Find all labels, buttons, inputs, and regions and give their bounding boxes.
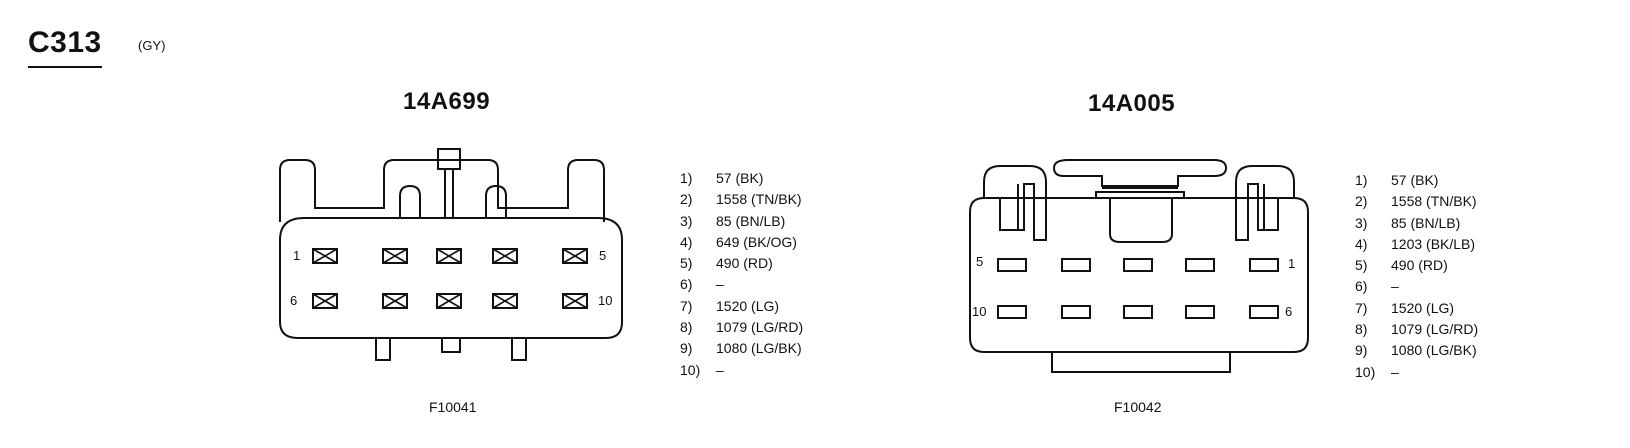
pin-row: 5)490 (RD) (1355, 257, 1448, 274)
pin-cavity (436, 248, 462, 264)
connector-color-code: (GY) (138, 38, 166, 53)
left-pin-label-10: 10 (598, 293, 612, 308)
right-figure-code: F10042 (1114, 399, 1162, 415)
left-part-number: 14A699 (403, 88, 491, 115)
pin-cavity (1123, 258, 1153, 272)
left-figure-code: F10041 (429, 399, 477, 415)
pin-row: 3)85 (BN/LB) (1355, 214, 1461, 231)
pin-row: 4)1203 (BK/LB) (1355, 235, 1476, 252)
pin-row: 6)– (680, 276, 724, 293)
pin-row: 1)57 (BK) (1355, 172, 1439, 188)
pin-row: 9)1080 (LG/BK) (680, 340, 802, 357)
pin-cavity (1061, 305, 1091, 319)
left-pin-label-6: 6 (290, 293, 297, 308)
left-pin-cavities (312, 248, 588, 309)
pin-cavity (1123, 305, 1153, 319)
left-pin-label-1: 1 (293, 248, 300, 263)
pin-row: 2)1558 (TN/BK) (680, 191, 802, 208)
right-pin-label-10: 10 (972, 304, 986, 319)
right-part-number: 14A005 (1088, 90, 1176, 117)
pin-row: 1)57 (BK) (680, 170, 764, 186)
pin-cavity (1249, 305, 1279, 319)
pin-cavity (492, 248, 518, 264)
pin-cavity (562, 293, 588, 309)
pin-row: 8)1079 (LG/RD) (1355, 321, 1479, 338)
pin-cavity (1249, 258, 1279, 272)
pin-cavity (997, 258, 1027, 272)
left-pin-label-5: 5 (599, 248, 606, 263)
pin-cavity (997, 305, 1027, 319)
right-pin-cavities (997, 258, 1279, 319)
pin-row: 2)1558 (TN/BK) (1355, 193, 1477, 210)
right-pin-list: 1)57 (BK) 2)1558 (TN/BK) 3)85 (BN/LB) 4)… (1355, 170, 1478, 383)
pin-row: 7)1520 (LG) (680, 297, 780, 314)
right-pin-label-5: 5 (976, 254, 983, 269)
pin-row: 6)– (1355, 278, 1399, 295)
pin-row: 8)1079 (LG/RD) (680, 319, 804, 336)
pin-cavity (382, 248, 408, 264)
pin-cavity (1185, 305, 1215, 319)
left-connector-housing (279, 148, 623, 361)
pin-row: 10)– (1355, 363, 1399, 380)
pin-row: 7)1520 (LG) (1355, 299, 1455, 316)
pin-row: 4)649 (BK/OG) (680, 233, 797, 250)
pin-row: 5)490 (RD) (680, 255, 773, 272)
left-pin-list: 1)57 (BK) 2)1558 (TN/BK) 3)85 (BN/LB) 4)… (680, 168, 803, 381)
pin-row: 9)1080 (LG/BK) (1355, 342, 1477, 359)
pin-cavity (436, 293, 462, 309)
pin-row: 3)85 (BN/LB) (680, 212, 786, 229)
pin-cavity (562, 248, 588, 264)
pin-cavity (312, 293, 338, 309)
right-pin-label-1: 1 (1288, 256, 1295, 271)
connector-id: C313 (28, 26, 102, 68)
right-connector-housing (969, 159, 1309, 373)
pin-cavity (1185, 258, 1215, 272)
pin-cavity (1061, 258, 1091, 272)
pin-cavity (382, 293, 408, 309)
pin-cavity (312, 248, 338, 264)
pin-cavity (492, 293, 518, 309)
right-pin-label-6: 6 (1285, 304, 1292, 319)
pin-row: 10)– (680, 361, 724, 378)
